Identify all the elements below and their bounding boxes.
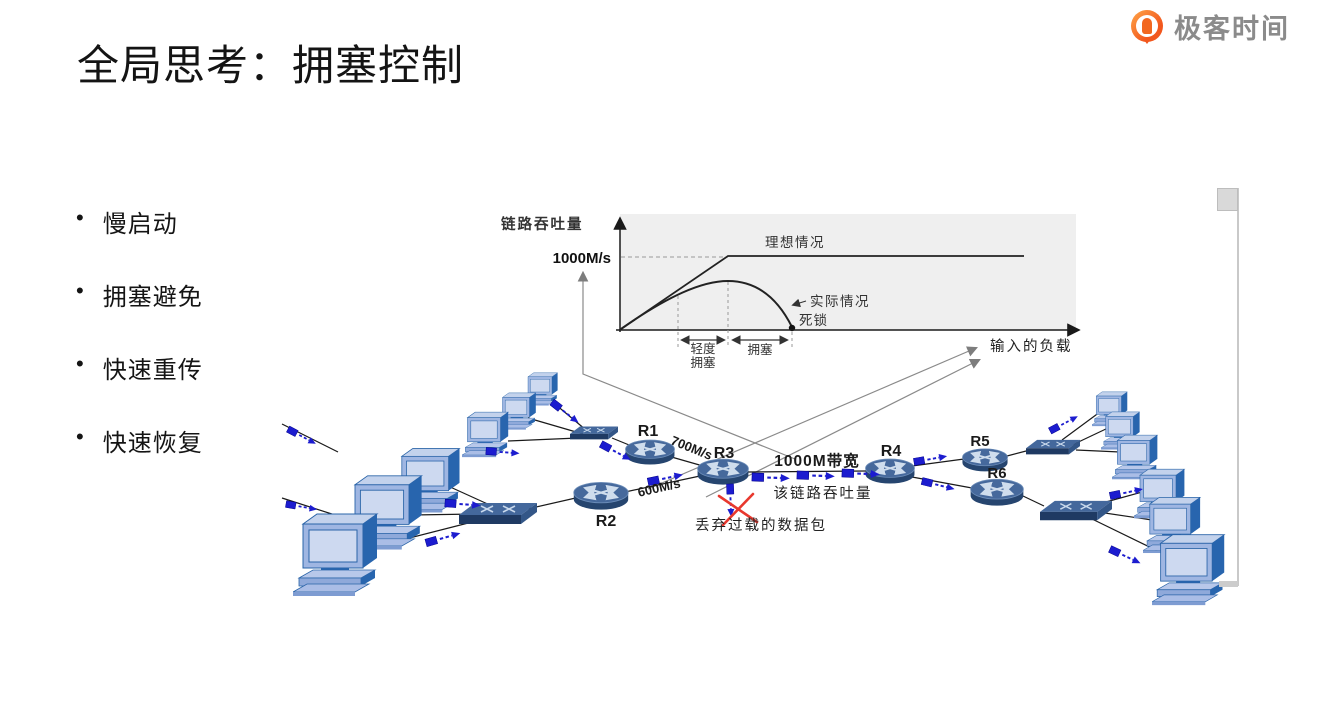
scrollbar-thumb[interactable] xyxy=(1217,188,1238,211)
router-r1 xyxy=(626,440,675,464)
link-label-600: 600M/s xyxy=(636,475,682,499)
bullet-item-congestion-avoidance: • 拥塞避免 xyxy=(76,277,203,312)
router-label-r3: R3 xyxy=(714,445,735,462)
geektime-logo-icon xyxy=(1131,9,1165,44)
capacity-connector xyxy=(577,270,796,460)
link-throughput-note: 该链路吞吐量 xyxy=(774,485,873,502)
packet xyxy=(1107,544,1143,568)
geektime-logo: 极客时间 xyxy=(1131,7,1290,46)
bullet-list: • 慢启动 • 拥塞避免 • 快速重传 • 快速恢复 xyxy=(76,204,203,496)
ideal-case-label: 理想情况 xyxy=(765,235,825,250)
link xyxy=(1097,511,1153,521)
light-congestion-label-line2: 拥塞 xyxy=(690,355,716,370)
router-r6 xyxy=(971,479,1024,505)
actual-curve xyxy=(620,279,793,330)
router-r3 xyxy=(698,459,749,484)
brand-name: 极客时间 xyxy=(1174,14,1290,44)
packet xyxy=(284,499,319,514)
chart-x-axis-label: 输入的负载 xyxy=(990,338,1073,355)
link-r2-r3 xyxy=(624,475,701,493)
light-congestion-label-line1: 轻度 xyxy=(690,341,716,356)
bullet-item-fast-recovery: • 快速恢复 xyxy=(76,423,203,458)
bullet-dot: • xyxy=(76,351,85,376)
deadlock-label: 死锁 xyxy=(799,313,828,328)
bullet-dot: • xyxy=(76,424,85,449)
switch xyxy=(1040,500,1112,521)
chart-plot-area xyxy=(620,214,1076,330)
router-label-r5: R5 xyxy=(970,433,989,450)
switch xyxy=(570,425,618,440)
router-label-r6: R6 xyxy=(987,465,1006,482)
dropped-packet xyxy=(725,482,736,518)
computer xyxy=(462,411,509,458)
computer xyxy=(293,513,378,596)
router-label-r2: R2 xyxy=(596,513,617,530)
bullet-dot: • xyxy=(76,278,85,303)
drop-x-icon xyxy=(717,492,759,527)
router-r2 xyxy=(574,482,628,509)
bullet-item-slow-start: • 慢启动 xyxy=(76,204,203,239)
input-load-connector-2 xyxy=(705,359,981,498)
logo-circle xyxy=(1131,9,1163,42)
network-nodes xyxy=(293,372,1225,606)
link xyxy=(447,485,493,507)
bullet-label: 拥塞避免 xyxy=(102,284,203,311)
network-labels: R1 R2 R3 R4 R5 R6 700M/s 600M/s 1000M带宽 … xyxy=(596,423,1007,534)
throughput-chart: 链路吞吐量 1000M/s 理想情况 实际情况 死锁 轻度 拥塞 拥塞 输入的负… xyxy=(501,214,1081,370)
bullet-label: 快速重传 xyxy=(102,357,203,384)
computer xyxy=(1152,534,1225,606)
link-label-1000: 1000M带宽 xyxy=(774,451,859,470)
congestion-label: 拥塞 xyxy=(747,342,773,357)
slide-title: 全局思考：拥塞控制 xyxy=(77,42,465,89)
scrollbar-bottom-cap xyxy=(1219,581,1238,587)
switch xyxy=(459,502,537,525)
link xyxy=(1022,495,1045,507)
actual-label-arrow xyxy=(791,298,807,308)
link xyxy=(1075,449,1121,453)
link-r4-r6 xyxy=(911,476,973,489)
chart-capacity-label: 1000M/s xyxy=(553,250,611,267)
bullet-label: 慢启动 xyxy=(102,211,178,238)
bullet-dot: • xyxy=(76,205,85,230)
ideal-curve xyxy=(620,255,1024,330)
packet xyxy=(750,471,791,484)
packet xyxy=(795,469,836,482)
link-r4-r5 xyxy=(911,458,965,467)
router-label-r4: R4 xyxy=(881,443,902,460)
bullet-label: 快速恢复 xyxy=(102,430,203,457)
router-label-r1: R1 xyxy=(638,423,659,440)
bullet-item-fast-retransmit: • 快速重传 xyxy=(76,350,203,385)
packet xyxy=(285,425,319,448)
drop-packets-note: 丢弃过载的数据包 xyxy=(695,517,827,534)
chart-y-axis-label: 链路吞吐量 xyxy=(501,215,584,233)
scrollbar-track xyxy=(1237,188,1239,586)
actual-case-label: 实际情况 xyxy=(810,294,870,309)
switch xyxy=(1026,439,1080,455)
link xyxy=(507,437,579,442)
packet xyxy=(920,476,957,494)
